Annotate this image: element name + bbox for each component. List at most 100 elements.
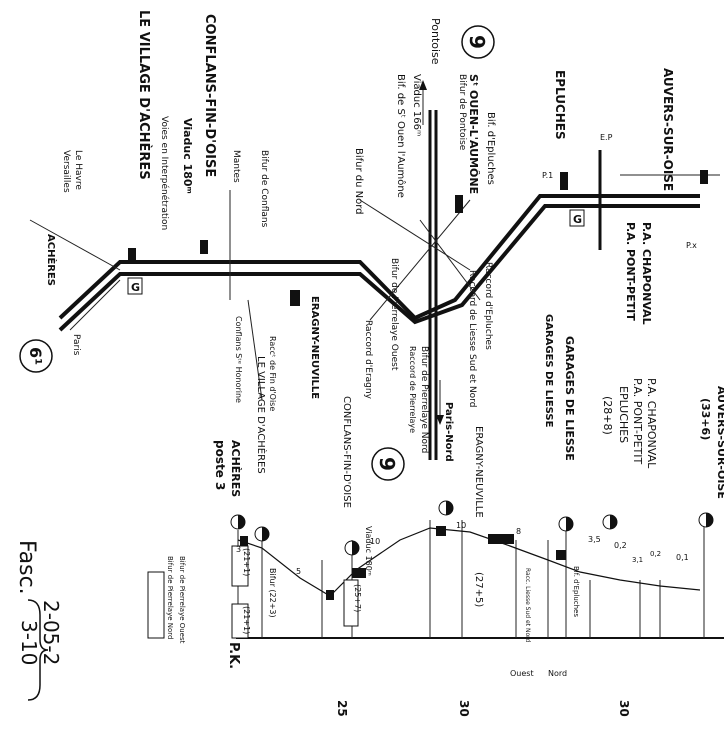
km-label-25: (25+7) xyxy=(353,584,362,612)
label-bifur-pierrelaye-ouest: Bifur de Pierrelaye Ouest xyxy=(389,258,399,371)
profile-section: P.K. 25 30 30 Ouest Nord xyxy=(147,500,724,717)
label-raccord-fin-oise: Raccᵗ de Fin d'Oise xyxy=(268,336,277,411)
col-pont-petit: P.A. PONT-PETIT xyxy=(631,378,644,464)
station-block-acheres xyxy=(128,248,136,262)
bifur-bracket xyxy=(147,571,165,639)
km-label-acheres: (21+1) xyxy=(242,548,251,576)
map-ref-number: 9 xyxy=(465,35,489,49)
station-label-acheres: ACHÈRES xyxy=(45,234,58,286)
signal-box-acheres xyxy=(127,277,143,295)
signal-box-epluches xyxy=(569,209,585,227)
signal-box-label: G xyxy=(131,281,140,294)
grad-value: 0,2 xyxy=(650,550,661,558)
station-label-eragny: ERAGNY-NEUVILLE xyxy=(309,296,320,399)
track-layout: G G E.P P.x P.1 xyxy=(29,80,720,460)
profile-block xyxy=(556,550,566,560)
col-epluches-km: (28+8) xyxy=(601,396,614,435)
label-raccord-pierrelaye: Raccord de Pierrelaye xyxy=(408,346,417,433)
col-conflans: CONFLANS-FIN-D'OISE xyxy=(341,396,352,508)
station-label-chaponval: P.A. CHAPONVAL xyxy=(640,222,653,325)
station-marker-fill xyxy=(238,515,245,529)
station-block-auvers xyxy=(700,170,708,184)
grad-value: 3,1 xyxy=(632,556,643,564)
label-raccord-epluches: Raccord d'Epluches xyxy=(483,262,493,350)
arrow-head-up xyxy=(419,80,427,90)
km-box xyxy=(231,603,249,639)
grad-value: 0,2 xyxy=(614,541,627,550)
col-auvers: AUVERS-SUR-OISE xyxy=(715,386,724,499)
station-label-conflans: CONFLANS-FIN-D'OISE xyxy=(202,14,217,177)
pk-label: P.K. xyxy=(226,642,241,669)
profile-label-liesse: Racc. Liesse Sud et Nord xyxy=(524,568,531,642)
station-block-epluches xyxy=(560,172,568,190)
direction-mantes: Mantes xyxy=(231,150,241,183)
p1-label: P.1 xyxy=(542,171,553,180)
km-box xyxy=(231,545,249,587)
station-block-st-ouen xyxy=(455,195,463,213)
profile-label-nord: Nord xyxy=(548,669,567,678)
col-conflans-viaduc: Viaduc 180ᵐ xyxy=(364,526,373,576)
direction-versailles: Versailles xyxy=(61,150,71,193)
pk-tick-25: 25 xyxy=(335,700,349,717)
ep-label: E.P xyxy=(600,133,613,142)
label-viaduc-180: Viaduc 180ᵐ xyxy=(181,118,194,194)
gradient-profile xyxy=(237,527,701,597)
profile-block xyxy=(326,590,334,600)
grad-value: 3 xyxy=(236,545,241,554)
grad-value: 5 xyxy=(296,567,301,576)
station-block-conflans xyxy=(200,240,208,254)
raccord-line-1 xyxy=(359,199,471,271)
label-voies-interpenetration: Voies en Interpénétration xyxy=(159,116,170,230)
col-poste: poste 3 xyxy=(213,440,227,490)
station-marker-fill xyxy=(706,513,713,527)
station-label-epluches: EPLUCHES xyxy=(553,70,567,140)
label-bif-st-ouen: Bif. de Sᵗ Ouen l'Aumône xyxy=(395,74,407,198)
raccord-line-3 xyxy=(419,219,481,301)
station-marker-fill xyxy=(262,527,269,541)
raccord-fin-oise xyxy=(247,299,263,401)
profile-block xyxy=(240,536,248,546)
col-chaponval: P.A. CHAPONVAL xyxy=(645,378,658,469)
signal-box-label: G xyxy=(573,213,582,226)
bifur-pierrelaye-ouest-label: Bifur de Pierrelaye Ouest xyxy=(178,556,186,644)
branch-paris xyxy=(69,279,121,331)
station-marker-fill xyxy=(446,501,453,515)
fasc-label: Fasc. xyxy=(14,540,39,595)
branch-le-havre xyxy=(29,219,121,271)
station-columns: AUVERS-SUR-OISE (33+6) P.A. CHAPONVAL P.… xyxy=(213,336,724,607)
label-raccord-liesse: Raccord de Liesse Sud et Nord xyxy=(467,270,477,407)
grad-value: 10 xyxy=(456,521,466,530)
km-label-bifur: Bifur (22+3) xyxy=(268,568,277,618)
label-viaduc-166: Viaduc 166ᵐ xyxy=(411,74,422,136)
col-acheres: ACHÈRES xyxy=(229,440,242,497)
profile-block xyxy=(352,568,366,578)
fasc-value-2: 3-10 xyxy=(17,620,41,665)
col-auvers-km: (33+6) xyxy=(699,398,712,440)
map-ref-circle xyxy=(19,339,53,373)
direction-paris: Paris xyxy=(71,334,81,356)
station-label-st-ouen: Sᵗ OUEN-L'AUMÔNE xyxy=(467,74,480,194)
map-ref-number: 6¹ xyxy=(26,347,45,365)
profile-block xyxy=(436,526,446,536)
col-eragny: ERAGNY-NEUVILLE xyxy=(473,426,484,518)
map-references: 9 9 6¹ xyxy=(19,25,495,481)
px-label: P.x xyxy=(686,241,697,250)
label-bifur-pontoise: Bifur de Pontoise xyxy=(457,74,467,151)
col-village-acheres: LE VILLAGE D'ACHÈRES xyxy=(255,356,268,474)
map-ref-circle xyxy=(371,447,405,481)
fasc-value-1: 2-05-2 xyxy=(39,600,63,665)
main-track-upper xyxy=(58,194,700,321)
col-garages: GARAGES DE LIESSE xyxy=(563,336,576,461)
main-track-lower xyxy=(58,204,700,332)
label-bifur-pierrelaye-nord: Bifur de Pierrelaye Nord xyxy=(419,346,429,453)
map-ref-number: 9 xyxy=(375,457,399,471)
map-ref-circle xyxy=(461,25,495,59)
grad-value: 3,5 xyxy=(588,535,601,544)
bifur-pierrelaye-nord-label: Bifur de Pierrelaye Nord xyxy=(166,556,174,639)
station-label-pont-petit: P.A. PONT-PETIT xyxy=(624,222,637,321)
km-label-acheres-2: (21+1) xyxy=(242,606,251,634)
station-marker-fill xyxy=(610,515,617,529)
station-block-eragny xyxy=(290,290,300,306)
